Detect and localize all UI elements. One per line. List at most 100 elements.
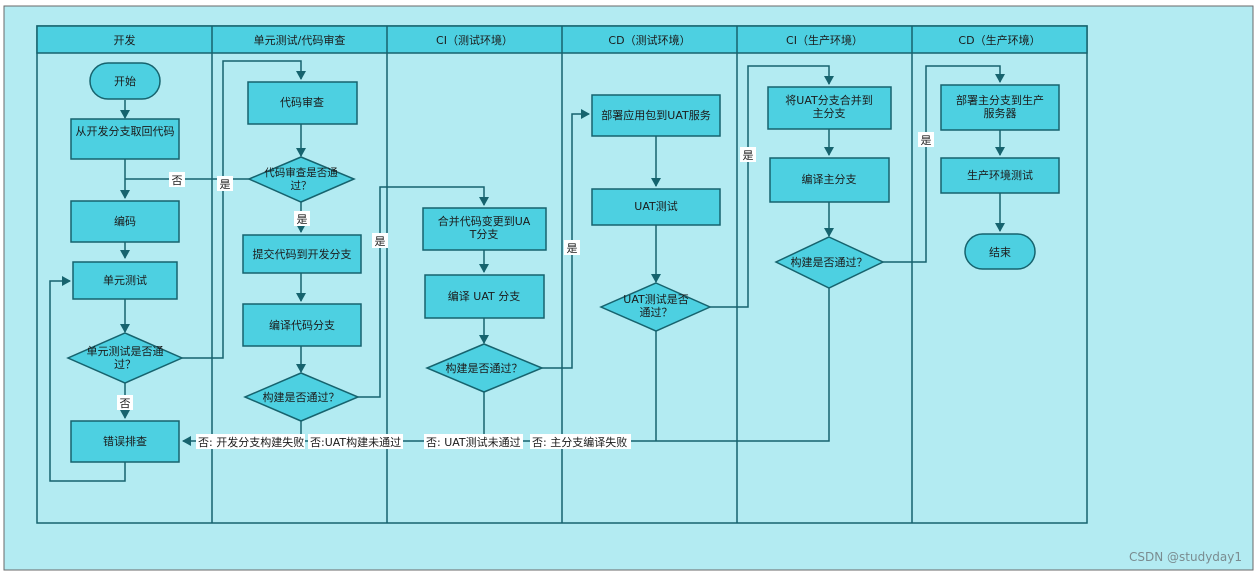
lane-title-ci-prod: CI（生产环境） [786,33,863,47]
edge-label-bg [564,240,580,255]
lane-title-review: 单元测试/代码审查 [254,33,346,47]
edge-label-bg [117,395,133,410]
node-commit [242,234,362,274]
lane-title-ci-test: CI（测试环境） [436,33,513,47]
edge-build3-deployprod [883,65,1005,263]
lane-title-dev: 开发 [114,33,136,47]
edge-label-review-no: 否 [172,174,183,187]
node-end [964,233,1036,270]
edge-label-fail-main-build: 否: 主分支编译失败 [532,435,627,449]
node-compile-uat [424,274,545,319]
label-line: 通过？ [640,306,673,319]
edge-label-review-yes: 是 [297,213,308,226]
node-code [70,200,180,243]
node-build3-pass [774,236,885,289]
label-line: 主分支 [813,107,846,120]
edge-label-bg [196,434,305,449]
edge-label-fail-uat-build: 否:UAT构建未通过 [310,435,401,449]
edge-label-bg [294,211,310,226]
label-line: 合并代码变更到UA [438,214,531,228]
edge-label-bg [217,176,233,191]
node-review-label: 代码审查 [280,95,324,109]
node-compile-main [769,157,890,203]
label-line: 服务器 [984,107,1017,120]
node-code-label: 编码 [114,214,136,228]
label-line: 单元测试是否通 [87,345,164,358]
node-prod-test-label: 生产环境测试 [967,168,1033,182]
nodes [66,62,1060,463]
label-line: 过？ [114,358,136,371]
edge-label-fail-uat-test: 否: UAT测试未通过 [426,436,521,449]
node-labels: 开始 从开发分支取回代码 编码 单元测试 单元测试是否通过？ 错误排查 代码审查… [76,74,1045,448]
edge-label-unit-yes: 是 [220,178,231,191]
node-bug [70,420,180,463]
node-fetch-label: 从开发分支取回代码 [76,124,175,138]
edge-label-bg [530,434,631,449]
edge-label-unit-no: 否 [120,397,131,410]
node-unit-label: 单元测试 [103,274,147,287]
node-build1-pass [243,372,360,422]
node-commit-label: 提交代码到开发分支 [253,247,352,261]
node-uat-pass [599,282,712,332]
node-compile-dev-label: 编译代码分支 [269,318,335,332]
node-deploy-prod-label: 部署主分支到生产服务器 [956,93,1044,120]
diagram-background [3,5,1254,571]
node-unit [72,261,178,300]
node-start-label: 开始 [114,74,136,88]
edge-label-build1-yes: 是 [375,235,386,248]
edge-label-build2-yes: 是 [567,242,578,255]
node-review-pass [247,156,356,203]
node-unit-pass-label: 单元测试是否通过？ [87,345,164,371]
edge-bug-unit-loop [49,276,126,482]
swimlanes: 开发 单元测试/代码审查 CI（测试环境） CD（测试环境） CI（生产环境） … [36,25,1088,524]
node-bug-label: 错误排查 [103,434,147,448]
edge-label-bg [169,172,185,187]
lane-title-cd-prod: CD（生产环境） [958,33,1040,47]
edge-label-bg [308,434,403,449]
label-line: 代码审查是否通 [264,166,338,179]
edge-label-bg [918,132,934,147]
edge-label-bg [424,434,523,449]
watermark: CSDN @studyday1 [1129,550,1242,564]
node-build1-pass-label: 构建是否通过？ [263,390,340,404]
node-compile-uat-label: 编译 UAT 分支 [448,289,520,303]
label-line: 过？ [291,179,312,192]
node-prod-test [940,157,1060,194]
node-deploy-prod [940,84,1060,131]
node-review [247,81,358,125]
node-start [89,62,161,100]
node-compile-main-label: 编译主分支 [802,172,857,186]
node-uat-test [591,188,721,226]
node-unit-pass [66,332,184,384]
node-build2-pass [425,343,544,393]
node-compile-dev [242,303,362,347]
node-review-pass-label: 代码审查是否通过？ [264,166,338,192]
edge-label-fail-dev-build: 否: 开发分支构建失败 [198,435,304,449]
lane-title-cd-test: CD（测试环境） [608,33,690,47]
node-fetch [70,118,180,160]
node-uat-pass-label: UAT测试是否通过？ [623,293,688,319]
node-merge-main-label: 将UAT分支合并到主分支 [785,93,872,120]
node-build3-pass-label: 构建是否通过？ [791,255,868,269]
node-uat-test-label: UAT测试 [634,200,677,213]
label-line: UAT测试是否 [623,293,688,306]
edge-build1-merge [358,186,489,398]
label-line: T分支 [469,228,499,241]
label-line: 部署主分支到生产 [956,93,1044,107]
edge-label-build3-yes: 是 [921,134,932,147]
node-deploy-uat-label: 部署应用包到UAT服务 [601,108,710,122]
label-line: 将UAT分支合并到 [785,93,872,107]
node-merge-uat [422,207,547,251]
edge-label-bg [372,233,388,248]
edge-label-uat-yes: 是 [743,149,754,162]
edge-unitpass-review [182,60,306,359]
edge-uatpass-mergemain [710,65,834,308]
node-deploy-uat [591,94,721,137]
node-end-label: 结束 [989,246,1011,259]
edge-labels: 否 是 是 否 是 是 是 是 否: 开发分支构建失败 否:UAT构建未通过 否… [117,132,934,449]
node-build2-pass-label: 构建是否通过？ [446,361,523,375]
node-merge-main [767,86,892,130]
edge-label-bg [740,147,756,162]
